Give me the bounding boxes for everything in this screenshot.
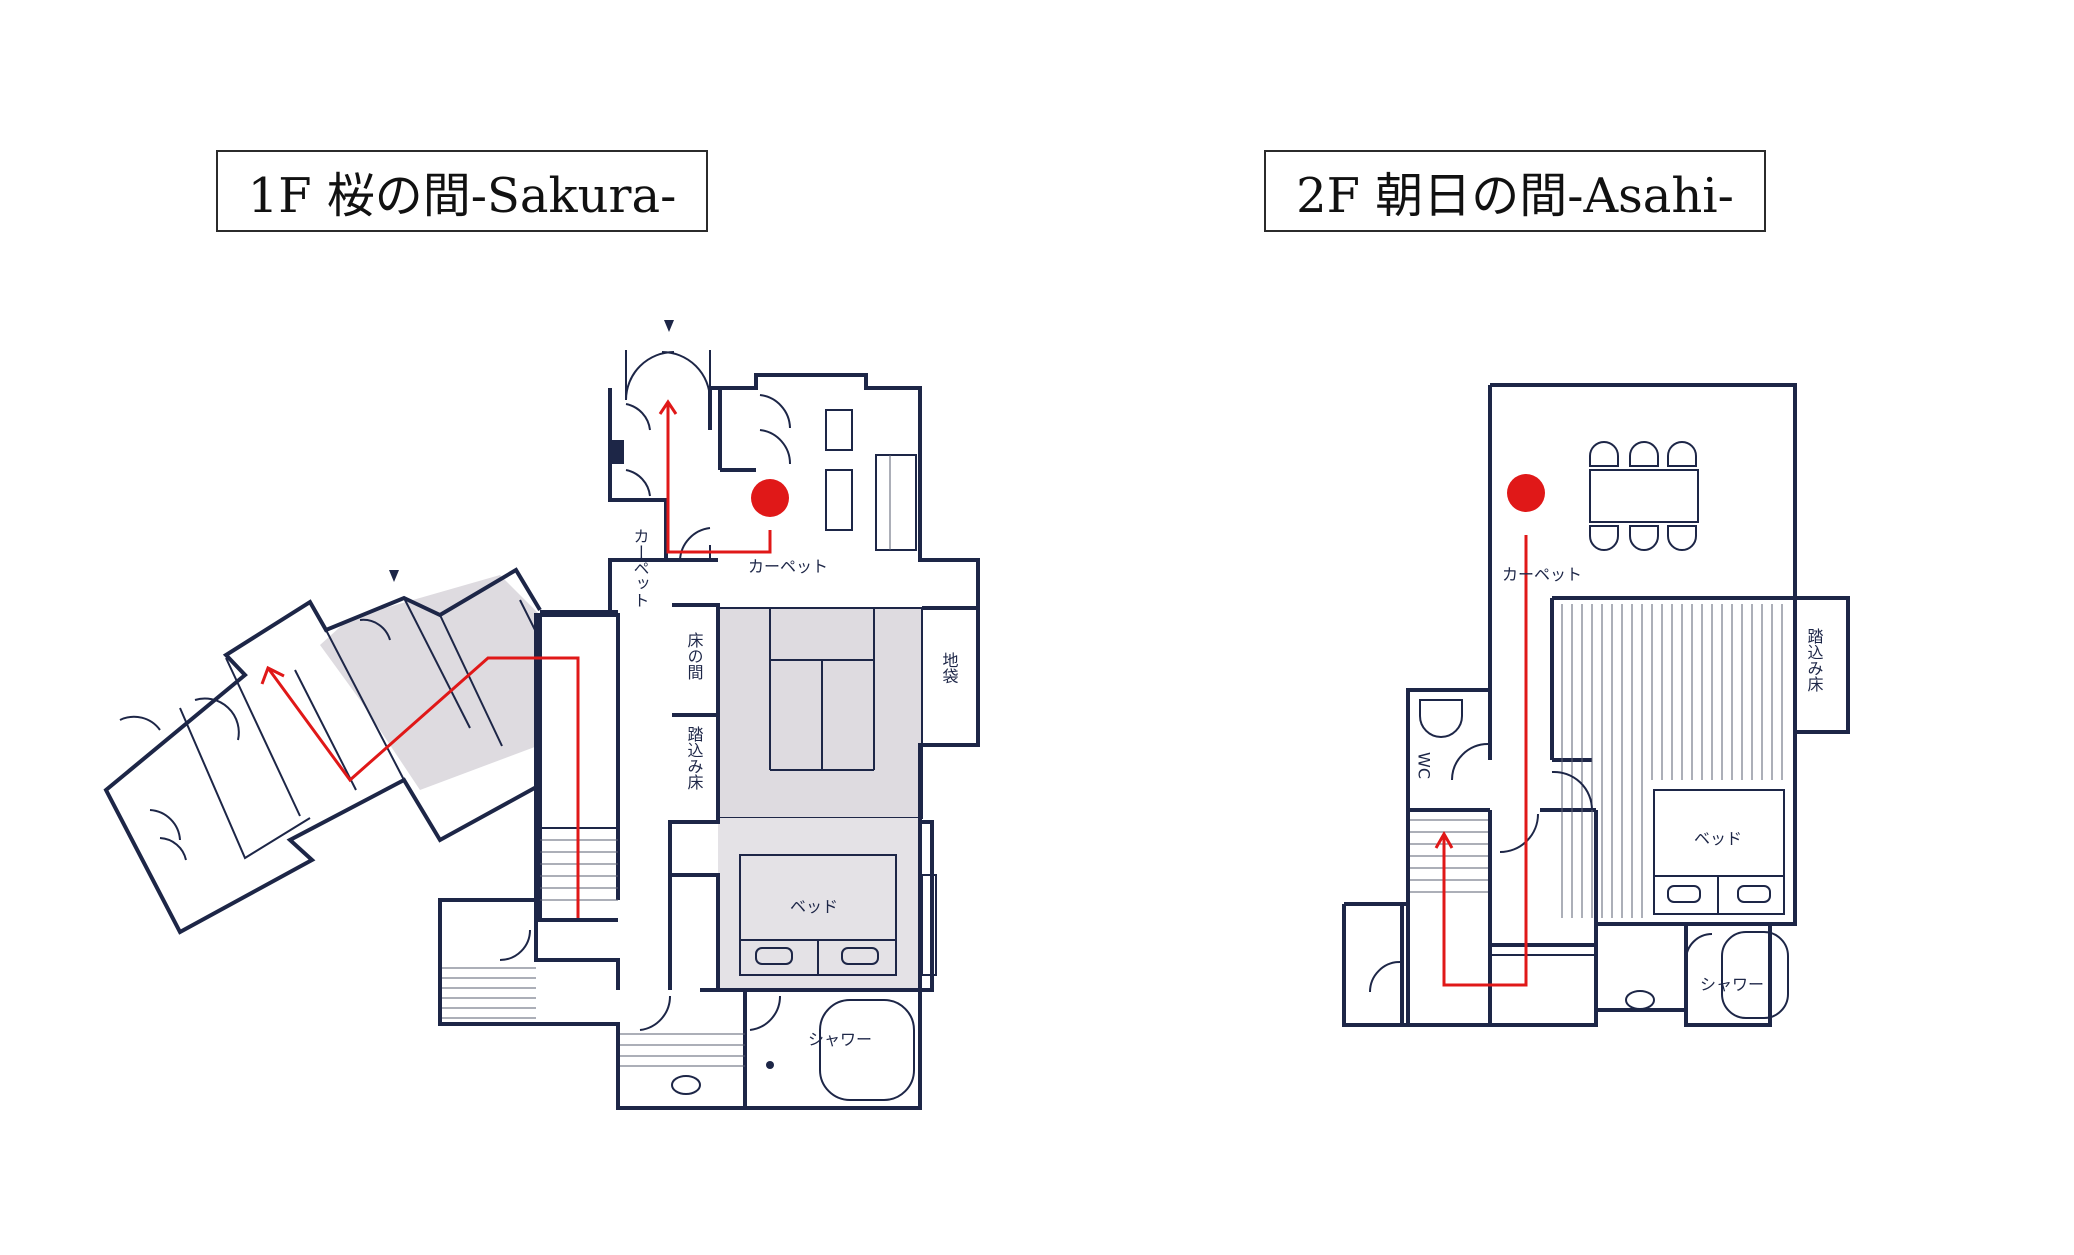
entrance-marker	[664, 320, 674, 332]
floor2-plan: カーペット 踏込み床 WC ベッド シャワー	[1342, 383, 1850, 1027]
lower-stairs	[442, 967, 536, 1019]
label-bed-2f: ベッド	[1694, 829, 1742, 848]
floor1-title: 1F 桜の間-Sakura-	[216, 150, 708, 232]
entrance-marker	[389, 570, 399, 582]
staircase-2f	[1410, 819, 1488, 893]
tatami-wing	[320, 575, 540, 790]
room-location-marker	[751, 479, 789, 517]
label-shower-2f: シャワー	[1700, 975, 1764, 994]
label-jibukuro: 地袋	[940, 652, 959, 684]
label-wc: WC	[1415, 752, 1434, 779]
label-fumikomi-2f: 踏込み床	[1805, 628, 1824, 692]
tatami-room	[717, 607, 923, 819]
label-bed: ベッド	[790, 897, 838, 916]
room-location-marker-2f	[1507, 474, 1545, 512]
label-tokonoma: 床の間	[685, 632, 704, 681]
label-carpet-2f: カーペット	[1502, 565, 1582, 584]
route-line-2f	[1442, 535, 1528, 987]
route-line	[666, 402, 772, 554]
floor2-title: 2F 朝日の間-Asahi-	[1264, 150, 1766, 232]
label-carpet-corridor: カーペット	[631, 528, 650, 608]
dining-table	[1589, 469, 1699, 523]
route-line	[266, 656, 580, 918]
label-carpet: カーペット	[748, 557, 828, 576]
wood-floor	[1561, 604, 1783, 918]
label-fumikomi: 踏込み床	[685, 726, 704, 790]
label-shower: シャワー	[808, 1030, 872, 1049]
floor1-plan: カーペット カーペット 床の間 踏込み床 地袋 ベッド シャワー	[103, 320, 980, 1110]
